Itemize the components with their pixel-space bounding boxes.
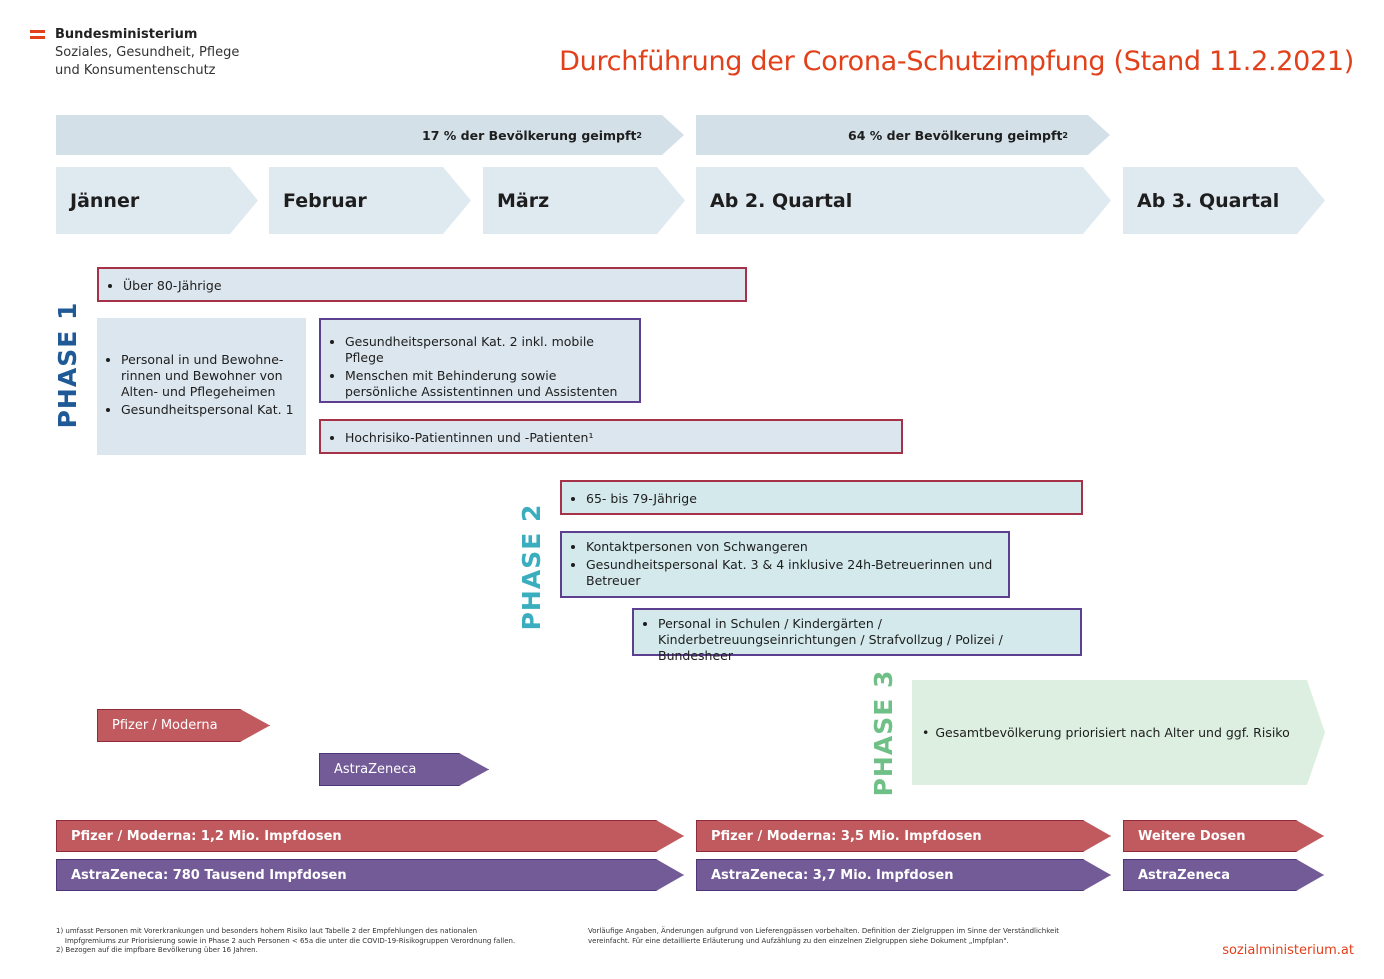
timeline-mar: März: [483, 167, 685, 234]
doses-further: Weitere Dosen: [1123, 820, 1324, 852]
phase-2-label: PHASE 2: [517, 503, 546, 631]
timeline-feb: Februar: [269, 167, 471, 234]
timeline-q3-label: Ab 3. Quartal: [1137, 189, 1280, 212]
timeline-jan: Jänner: [56, 167, 258, 234]
ministry-line-2: Soziales, Gesundheit, Pflege: [55, 45, 240, 60]
group-general-text: Gesamtbevölkerung priorisiert nach Alter…: [935, 725, 1290, 740]
group-over80: Über 80-Jährige: [97, 267, 747, 302]
timeline-feb-label: Februar: [283, 189, 367, 212]
vaccine-pfizer-start: Pfizer / Moderna: [97, 709, 270, 742]
doses-astra-q1-label: AstraZeneca: 780 Tausend Impfdosen: [71, 867, 347, 883]
doses-pfizer-q1: Pfizer / Moderna: 1,2 Mio. Impfdosen: [56, 820, 684, 852]
timeline-q3: Ab 3. Quartal: [1123, 167, 1325, 234]
group-contacts-item-1: Kontaktpersonen von Schwangeren: [586, 539, 998, 555]
site-link[interactable]: sozialministerium.at: [1222, 943, 1354, 958]
group-care-homes-item-2: Gesundheitspersonal Kat. 1: [121, 402, 296, 418]
group-schools-item: Personal in Schulen / Kindergärten / Kin…: [658, 616, 1070, 664]
doses-pfizer-q1-label: Pfizer / Moderna: 1,2 Mio. Impfdosen: [71, 828, 342, 844]
ministry-logo-text: Bundesministerium Soziales, Gesundheit, …: [55, 26, 239, 80]
page-title: Durchführung der Corona-Schutzimpfung (S…: [559, 46, 1354, 77]
group-contacts-item-2: Gesundheitspersonal Kat. 3 & 4 inklusive…: [586, 557, 998, 589]
group-schools: Personal in Schulen / Kindergärten / Kin…: [632, 608, 1082, 663]
footnote-right: Vorläufige Angaben, Änderungen aufgrund …: [588, 927, 1060, 945]
timeline-mar-label: März: [497, 189, 550, 212]
austria-flag-icon: [30, 30, 45, 42]
group-care-homes-item-1: Personal in und Bewohne-rinnen und Bewoh…: [121, 352, 296, 400]
vaccine-astra-start: AstraZeneca: [319, 753, 489, 786]
phase-3-label: PHASE 3: [869, 669, 898, 797]
footnote-left: 1) umfasst Personen mit Vorerkrankungen …: [56, 927, 516, 954]
group-contacts: Kontaktpersonen von Schwangeren Gesundhe…: [560, 531, 1010, 598]
doses-astra-q2: AstraZeneca: 3,7 Mio. Impfdosen: [696, 859, 1111, 891]
group-general-population: • Gesamtbevölkerung priorisiert nach Alt…: [912, 680, 1325, 785]
group-care-homes: Personal in und Bewohne-rinnen und Bewoh…: [97, 318, 306, 455]
ministry-line-3: und Konsumentenschutz: [55, 63, 216, 78]
group-age65-79: 65- bis 79-Jährige: [560, 480, 1083, 515]
group-age65-79-item: 65- bis 79-Jährige: [586, 491, 1071, 507]
timeline-q2-label: Ab 2. Quartal: [710, 189, 853, 212]
group-health-cat2-item-1: Gesundheitspersonal Kat. 2 inkl. mobile …: [345, 334, 629, 366]
footnote-mark: 2: [636, 130, 642, 140]
group-high-risk-item: Hochrisiko-Patientinnen und -Patienten¹: [345, 430, 891, 446]
doses-further-label: Weitere Dosen: [1138, 828, 1246, 844]
coverage-second-text: 64 % der Bevölkerung geimpft: [848, 127, 1063, 143]
coverage-first-text: 17 % der Bevölkerung geimpft: [422, 127, 637, 143]
timeline-q2: Ab 2. Quartal: [696, 167, 1111, 234]
doses-pfizer-q2-label: Pfizer / Moderna: 3,5 Mio. Impfdosen: [711, 828, 982, 844]
doses-astra-q3-label: AstraZeneca: [1138, 867, 1230, 883]
group-over80-item: Über 80-Jährige: [123, 278, 735, 294]
doses-astra-q3: AstraZeneca: [1123, 859, 1324, 891]
ministry-line-1: Bundesministerium: [55, 27, 198, 42]
timeline-jan-label: Jänner: [70, 189, 140, 212]
doses-pfizer-q2: Pfizer / Moderna: 3,5 Mio. Impfdosen: [696, 820, 1111, 852]
vaccine-pfizer-start-label: Pfizer / Moderna: [112, 718, 218, 733]
group-health-cat2: Gesundheitspersonal Kat. 2 inkl. mobile …: [319, 318, 641, 403]
group-general-bullet: •: [922, 725, 930, 740]
doses-astra-q1: AstraZeneca: 780 Tausend Impfdosen: [56, 859, 684, 891]
phase-1-label: PHASE 1: [53, 301, 82, 429]
footnote-mark: 2: [1062, 130, 1068, 140]
group-health-cat2-item-2: Menschen mit Behinderung sowie persönlic…: [345, 368, 629, 400]
doses-astra-q2-label: AstraZeneca: 3,7 Mio. Impfdosen: [711, 867, 954, 883]
vaccine-astra-start-label: AstraZeneca: [334, 762, 417, 777]
group-high-risk: Hochrisiko-Patientinnen und -Patienten¹: [319, 419, 903, 454]
